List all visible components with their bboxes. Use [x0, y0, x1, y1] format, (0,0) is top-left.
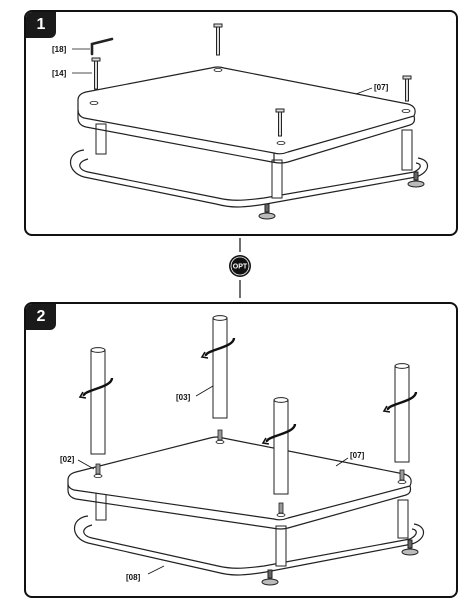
foot-front — [261, 569, 279, 586]
label-connector: [02] — [60, 455, 75, 464]
label-top-panel: [07] — [350, 451, 365, 460]
label-screw: [14] — [52, 69, 67, 78]
rotate-arrow-icons — [78, 337, 418, 445]
step-2-number: 2 — [26, 304, 56, 330]
screw-holes — [89, 68, 411, 145]
legs — [95, 491, 409, 567]
opt-badge-circle — [229, 255, 251, 277]
foot-right — [407, 171, 425, 188]
posts — [90, 315, 410, 495]
label-top-panel: [07] — [374, 83, 389, 92]
legs — [95, 123, 413, 199]
top-panel — [77, 66, 416, 164]
step-1-panel: 1 — [24, 10, 458, 236]
leader-lines — [72, 48, 373, 95]
opt-badge-text: OPT — [233, 264, 248, 271]
label-base-frame: [08] — [126, 573, 141, 582]
connectors — [93, 429, 407, 517]
label-allen-key: [18] — [52, 45, 67, 54]
allen-key — [90, 37, 114, 56]
screws — [91, 23, 412, 137]
top-panel — [67, 436, 412, 530]
step-1-illustration: [18] [14] [07] — [52, 23, 429, 220]
step-2-illustration: [03] [02] [07] [08] — [60, 315, 425, 586]
leader-lines — [77, 385, 349, 575]
step-2-panel: 2 — [24, 302, 458, 598]
base-frame — [69, 149, 429, 208]
step-1-number: 1 — [26, 12, 56, 38]
foot-front — [258, 203, 276, 220]
base-frame — [73, 515, 425, 576]
optional-step-connector: OPT — [220, 236, 260, 302]
opt-badge-ring — [230, 256, 250, 276]
foot-right — [401, 539, 419, 556]
label-post: [03] — [176, 393, 191, 402]
